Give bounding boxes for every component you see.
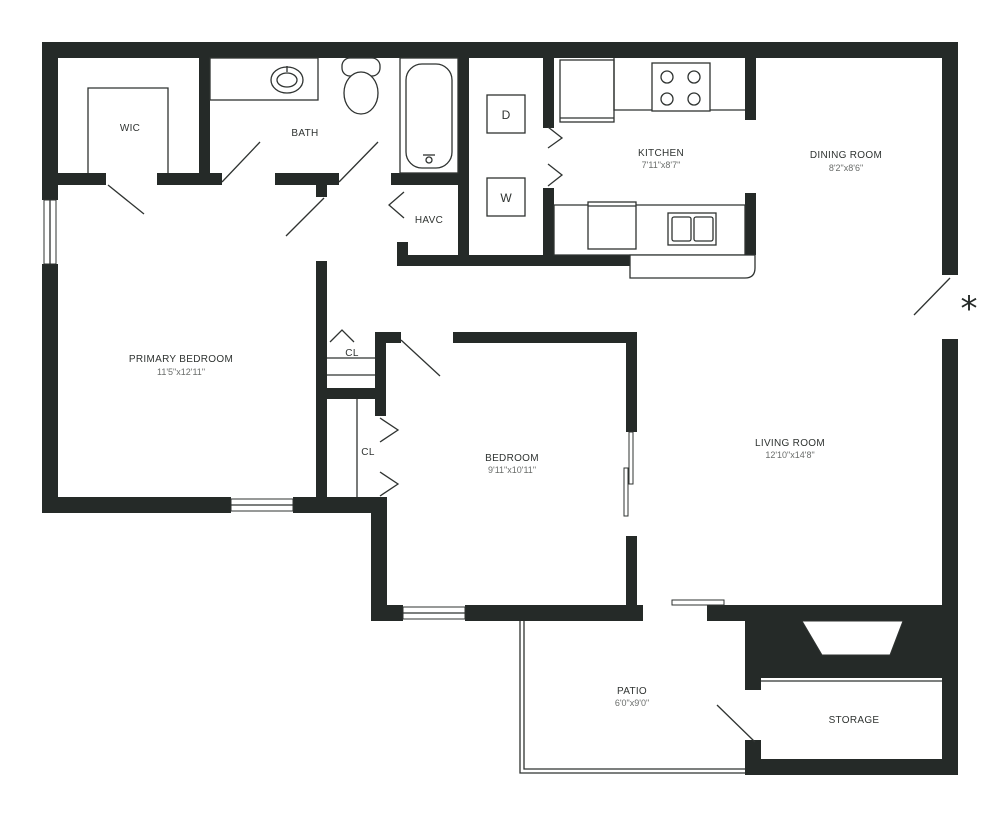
room-dims-bedroom: 9'11"x10'11" xyxy=(488,465,536,475)
doors xyxy=(107,126,951,743)
washer-label: W xyxy=(500,191,512,205)
room-dims-patio: 6'0"x9'0" xyxy=(615,698,649,708)
room-name-havc: HAVC xyxy=(415,215,443,226)
room-name-storage: STORAGE xyxy=(829,715,880,726)
room-dims-dining: 8'2"x8'6" xyxy=(829,163,863,173)
room-name-living-room: LIVING ROOM xyxy=(755,438,825,449)
room-dims-living-room: 12'10"x14'8" xyxy=(765,450,814,460)
room-name-bath: BATH xyxy=(291,128,318,139)
patio-railing xyxy=(519,621,745,774)
dryer-label: D xyxy=(502,108,511,122)
room-name-closet-1: CL xyxy=(345,348,359,359)
room-name-closet-2: CL xyxy=(361,447,375,458)
room-name-kitchen: KITCHEN xyxy=(638,148,684,159)
room-dims-kitchen: 7'11"x8'7" xyxy=(642,160,681,170)
room-name-bedroom: BEDROOM xyxy=(485,453,539,464)
room-name-primary-bedroom: PRIMARY BEDROOM xyxy=(129,354,233,365)
room-labels: WIC BATH HAVC D W KITCHEN 7'11"x8'7" DIN… xyxy=(120,108,978,726)
room-name-patio: PATIO xyxy=(617,686,647,697)
windows xyxy=(43,199,466,620)
walls xyxy=(42,42,958,775)
entry-marker: * xyxy=(961,289,978,329)
room-name-dining: DINING ROOM xyxy=(810,150,882,161)
room-name-wic: WIC xyxy=(120,123,140,134)
room-dims-primary-bedroom: 11'5"x12'11" xyxy=(157,367,205,377)
fireplace-firebox xyxy=(801,620,904,656)
fixtures xyxy=(87,57,756,279)
